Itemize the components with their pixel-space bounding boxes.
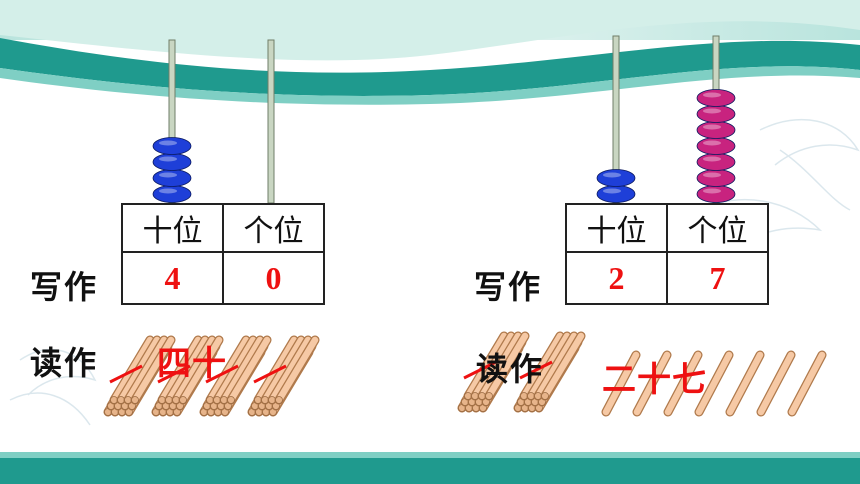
left-reading: 四十 [157,344,227,384]
right-ones-bead [696,121,736,139]
right-reading: 二十七 [602,360,707,400]
left-stick-bundle-tie [205,364,239,384]
left-tens-value: 4 [121,251,224,305]
bottom-band [0,458,860,484]
right-read-label: 读作 [476,350,545,388]
left-stick-bundle-tie [253,364,287,384]
right-tens-header: 十位 [565,203,668,253]
right-ones-header: 个位 [666,203,769,253]
right-write-label: 写作 [474,268,543,306]
decorative-leaves [9,118,860,426]
left-write-label: 写作 [30,268,99,306]
right-ones-bead [696,185,736,203]
top-wave-band [0,38,860,96]
right-ones-bead [696,137,736,155]
left-tens-bead [152,137,192,155]
right-ones-bead [696,89,736,107]
right-tens-bead [596,169,636,187]
left-stick-bundle-tie [157,364,191,384]
right-ones-bead [696,153,736,171]
left-tens-bead [152,169,192,187]
left-ones-value: 0 [222,251,325,305]
left-read-label: 读作 [30,344,99,382]
left-stick-bundle-tie [109,364,143,384]
left-ones-rod [267,39,275,204]
right-stick-bundle-tie [463,360,497,380]
right-ones-bead [696,105,736,123]
left-tens-bead [152,185,192,203]
right-place-value-table: 十位 个位 2 7 [565,203,769,305]
right-ones-bead [696,169,736,187]
left-ones-header: 个位 [222,203,325,253]
right-tens-bead [596,185,636,203]
right-ones-value: 7 [666,251,769,305]
left-place-value-table: 十位 个位 4 0 [121,203,325,305]
right-stick-bundle-tie [519,360,553,380]
right-tens-value: 2 [565,251,668,305]
left-tens-bead [152,153,192,171]
left-tens-header: 十位 [121,203,224,253]
